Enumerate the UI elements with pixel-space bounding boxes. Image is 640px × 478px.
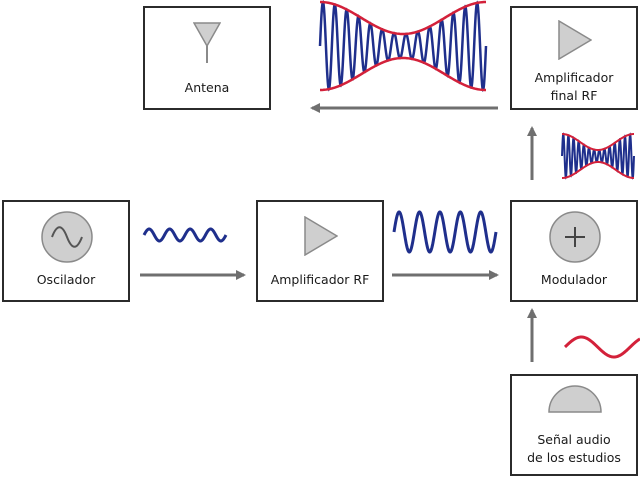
oscillator-label: Oscilador [36, 272, 96, 287]
amplified-carrier-wave [392, 210, 498, 254]
modulated-signal-envelope-bottom [561, 160, 635, 179]
rf-amplifier-block: Amplificador RF [256, 200, 384, 302]
final-signal-envelope-bottom [319, 56, 487, 92]
audio-source-label-line2: de los estudios [527, 450, 621, 465]
final-amplifier-label-line1: Amplificador [534, 70, 614, 85]
modulator-block: Modulador [510, 200, 638, 302]
final-signal-carrier [318, 0, 488, 92]
antenna-label: Antena [184, 80, 230, 95]
modulated-signal-envelope-top [561, 133, 635, 152]
antenna-icon [193, 22, 221, 63]
rf-amplifier-label: Amplificador RF [270, 272, 370, 287]
final-signal-envelope-top [319, 0, 487, 36]
oscillator-output-wave [142, 227, 228, 243]
oscillator-block: Oscilador [2, 200, 130, 302]
final-amplifier-block: Amplificador final RF [510, 6, 638, 110]
modulated-signal-carrier [561, 132, 635, 180]
modulator-label: Modulador [540, 272, 608, 287]
audio-source-block: Señal audio de los estudios [510, 374, 638, 476]
antenna-block: Antena [143, 6, 271, 110]
final-amplifier-label-line2: final RF [550, 88, 598, 103]
audio-source-label-line1: Señal audio [537, 432, 611, 447]
amplifier-triangle-icon [558, 20, 592, 60]
adder-plus-icon [549, 211, 601, 263]
microphone-dome-icon [548, 385, 602, 413]
amplifier-triangle-icon [304, 216, 338, 256]
sine-source-icon [41, 211, 93, 263]
audio-signal-wave [563, 335, 640, 359]
